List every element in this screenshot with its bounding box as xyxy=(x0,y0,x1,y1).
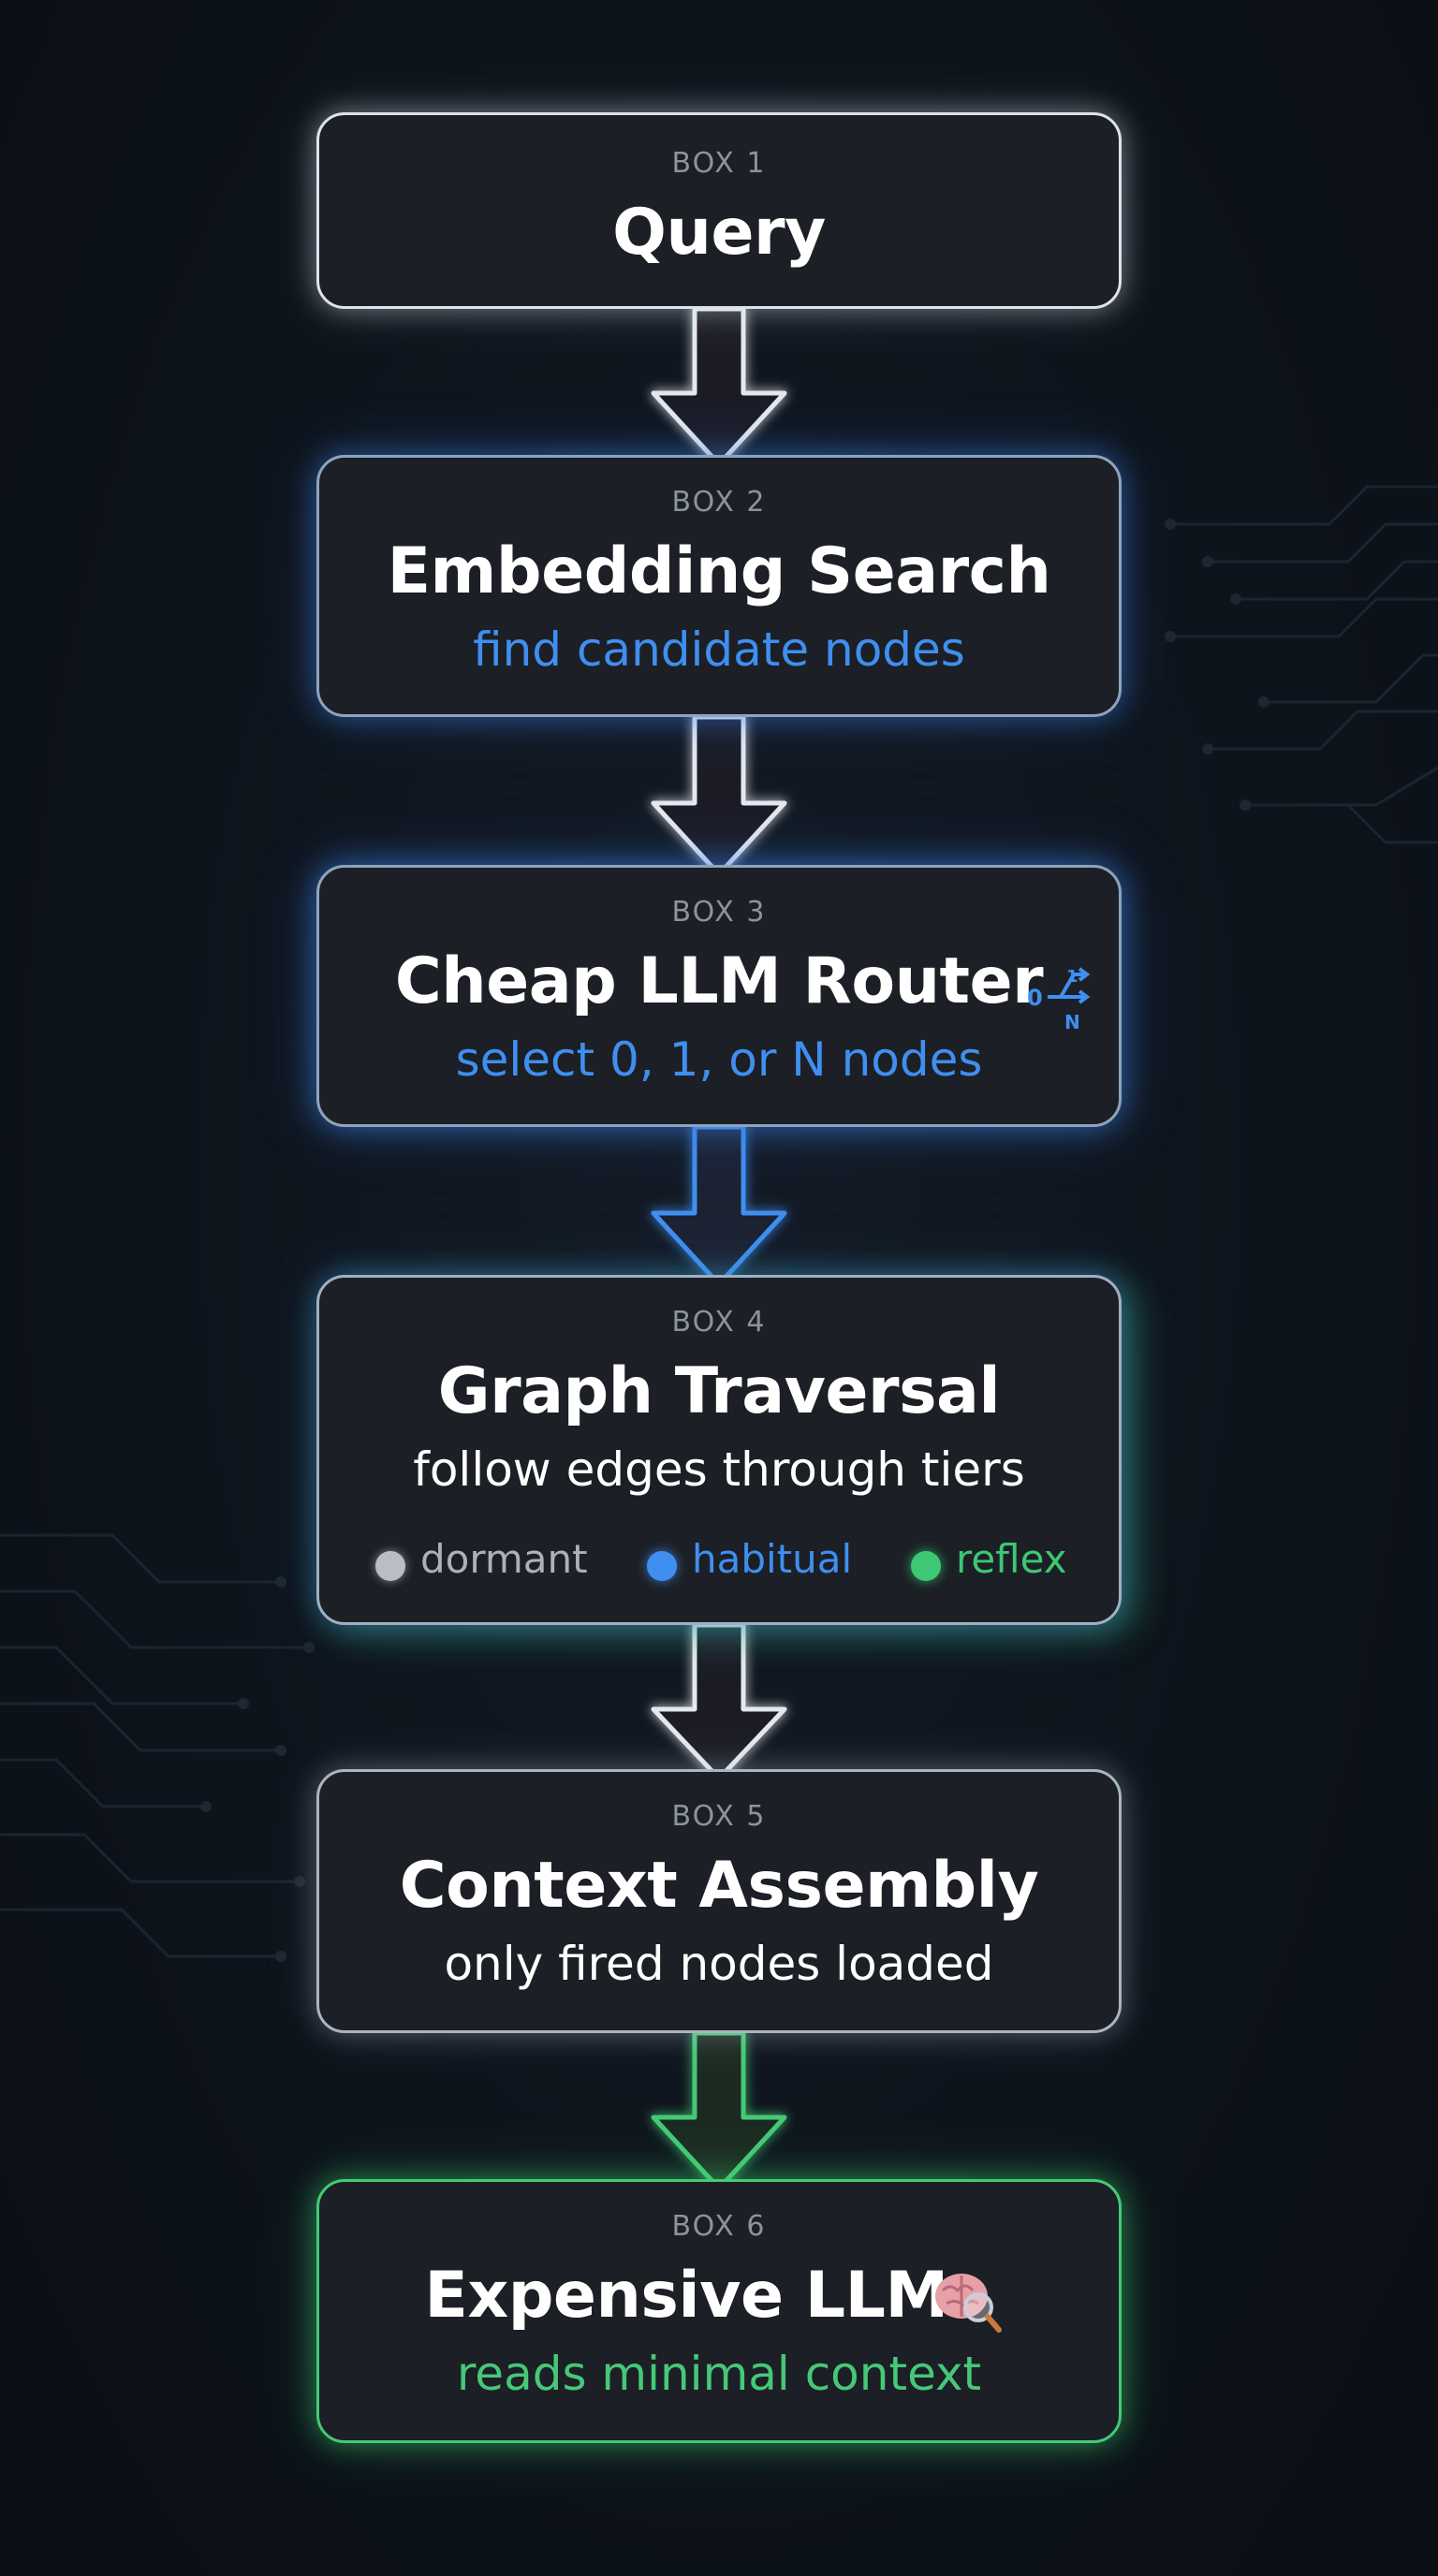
box-title-text: Expensive LLM xyxy=(424,2259,948,2333)
box-cheap-llm-router: BOX 3 Cheap LLM Router 0 1 N select 0, 1… xyxy=(316,865,1122,1127)
box-subtitle: only fired nodes loaded xyxy=(444,1937,994,1991)
reflex-dot-icon xyxy=(911,1551,941,1581)
box-label: BOX 4 xyxy=(671,1306,767,1339)
svg-text:0: 0 xyxy=(1027,985,1043,1011)
habitual-dot-icon xyxy=(647,1551,677,1581)
box-query: BOX 1 Query xyxy=(316,112,1122,309)
box-title: Graph Traversal xyxy=(437,1354,1001,1428)
box-title: Expensive LLM xyxy=(319,2259,1119,2333)
box-title: Cheap LLM Router xyxy=(394,944,1044,1018)
box-subtitle: follow edges through tiers xyxy=(413,1442,1025,1497)
brain-magnifier-icon xyxy=(935,2274,1002,2333)
svg-text:1: 1 xyxy=(1066,967,1078,987)
box-label: BOX 2 xyxy=(671,486,767,519)
box-label: BOX 1 xyxy=(671,147,767,180)
dormant-dot-icon xyxy=(375,1551,405,1581)
box-label: BOX 5 xyxy=(671,1800,767,1833)
box-label: BOX 3 xyxy=(671,896,767,929)
box-subtitle: reads minimal context xyxy=(456,2347,982,2401)
legend-label: habitual xyxy=(692,1536,853,1582)
box-context-assembly: BOX 5 Context Assembly only fired nodes … xyxy=(316,1769,1122,2033)
box-subtitle: select 0, 1, or N nodes xyxy=(455,1032,983,1087)
svg-text:N: N xyxy=(1064,1011,1080,1033)
box-title: Embedding Search xyxy=(387,534,1051,608)
box-label: BOX 6 xyxy=(671,2210,767,2243)
legend-label: dormant xyxy=(420,1536,588,1582)
box-graph-traversal: BOX 4 Graph Traversal follow edges throu… xyxy=(316,1275,1122,1625)
box-expensive-llm: BOX 6 Expensive LLM reads minimal contex… xyxy=(316,2179,1122,2443)
box-embedding-search: BOX 2 Embedding Search find candidate no… xyxy=(316,455,1122,717)
box-title: Context Assembly xyxy=(399,1849,1039,1923)
box-title: Query xyxy=(612,196,826,270)
legend-label: reflex xyxy=(956,1536,1067,1582)
tier-legend: dormant habitual reflex xyxy=(319,1536,1119,1592)
box-subtitle: find candidate nodes xyxy=(473,622,965,677)
router-branch-icon: 0 1 N xyxy=(1027,967,1091,1033)
